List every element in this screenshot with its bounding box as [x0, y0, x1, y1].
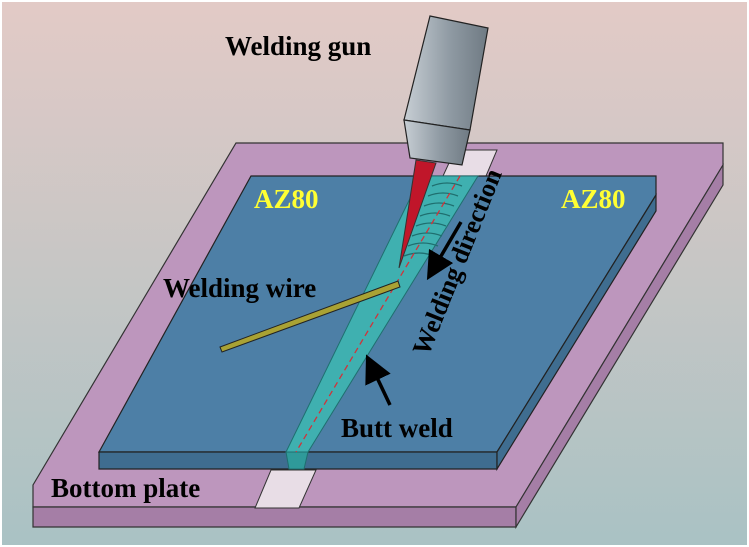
welding-wire	[219, 280, 401, 353]
welding-direction-arrow	[426, 221, 463, 281]
torch-tip	[398, 159, 437, 269]
bottom-plate-front	[32, 506, 517, 528]
az80-left-label: AZ80	[254, 184, 319, 214]
bottom-plate-slot-bottom	[254, 469, 317, 509]
butt-weld-arrow	[365, 354, 392, 406]
gun-nozzle	[403, 119, 471, 166]
welding-gun	[398, 15, 489, 269]
welding-gun-label: Welding gun	[225, 31, 371, 61]
weld-centerline	[295, 175, 461, 453]
bottom-plate-side	[515, 162, 724, 530]
butt-weld-label: Butt weld	[341, 413, 453, 443]
weld-bead	[403, 182, 463, 257]
az80-plate-side	[496, 192, 657, 472]
weld-front-face	[285, 451, 309, 470]
az80-right-label: AZ80	[561, 184, 626, 214]
welding-wire-label: Welding wire	[163, 273, 316, 303]
butt-weld-seam	[285, 175, 479, 470]
bottom-plate-label: Bottom plate	[51, 473, 200, 503]
